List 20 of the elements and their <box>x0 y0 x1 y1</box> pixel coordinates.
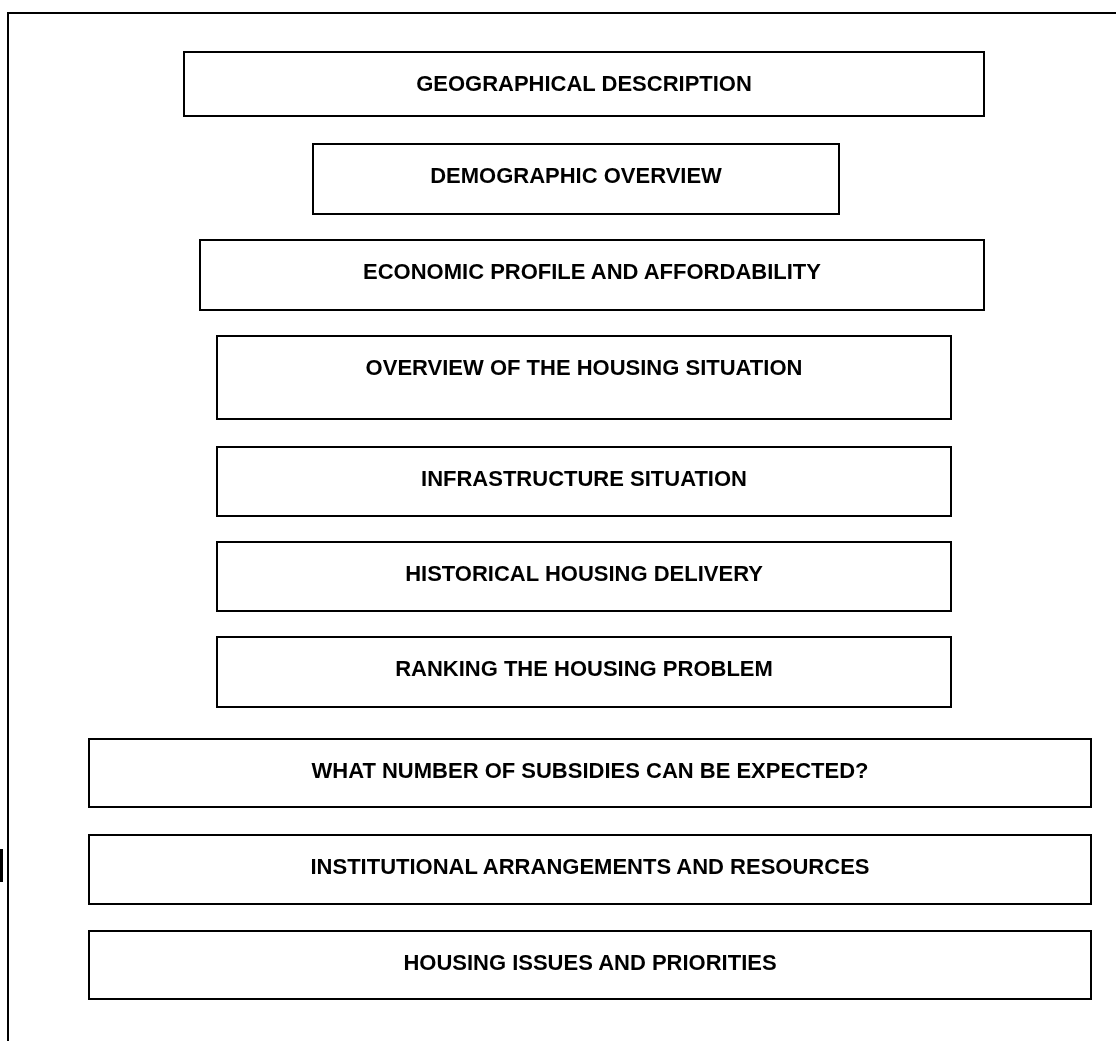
section-box <box>312 143 840 215</box>
section-title: INFRASTRUCTURE SITUATION <box>421 466 747 491</box>
section-box <box>216 446 952 517</box>
section-box <box>216 335 952 420</box>
section-title: OVERVIEW OF THE HOUSING SITUATION <box>365 355 803 380</box>
section-box <box>88 834 1092 905</box>
section-title: DEMOGRAPHIC OVERVIEW <box>430 163 722 188</box>
section-title: RANKING THE HOUSING PROBLEM <box>395 656 773 681</box>
section-box <box>88 738 1092 808</box>
section-title: ECONOMIC PROFILE AND AFFORDABILITY <box>363 259 821 284</box>
section-title: HOUSING ISSUES AND PRIORITIES <box>403 950 777 975</box>
section-title: GEOGRAPHICAL DESCRIPTION <box>416 71 752 96</box>
section-box <box>216 636 952 708</box>
section-title: INSTITUTIONAL ARRANGEMENTS AND RESOURCES <box>310 854 870 879</box>
section-title: HISTORICAL HOUSING DELIVERY <box>405 561 763 586</box>
section-box <box>216 541 952 612</box>
section-title: WHAT NUMBER OF SUBSIDIES CAN BE EXPECTED? <box>311 758 869 783</box>
section-box <box>183 51 985 117</box>
section-box <box>88 930 1092 1000</box>
section-box <box>199 239 985 311</box>
